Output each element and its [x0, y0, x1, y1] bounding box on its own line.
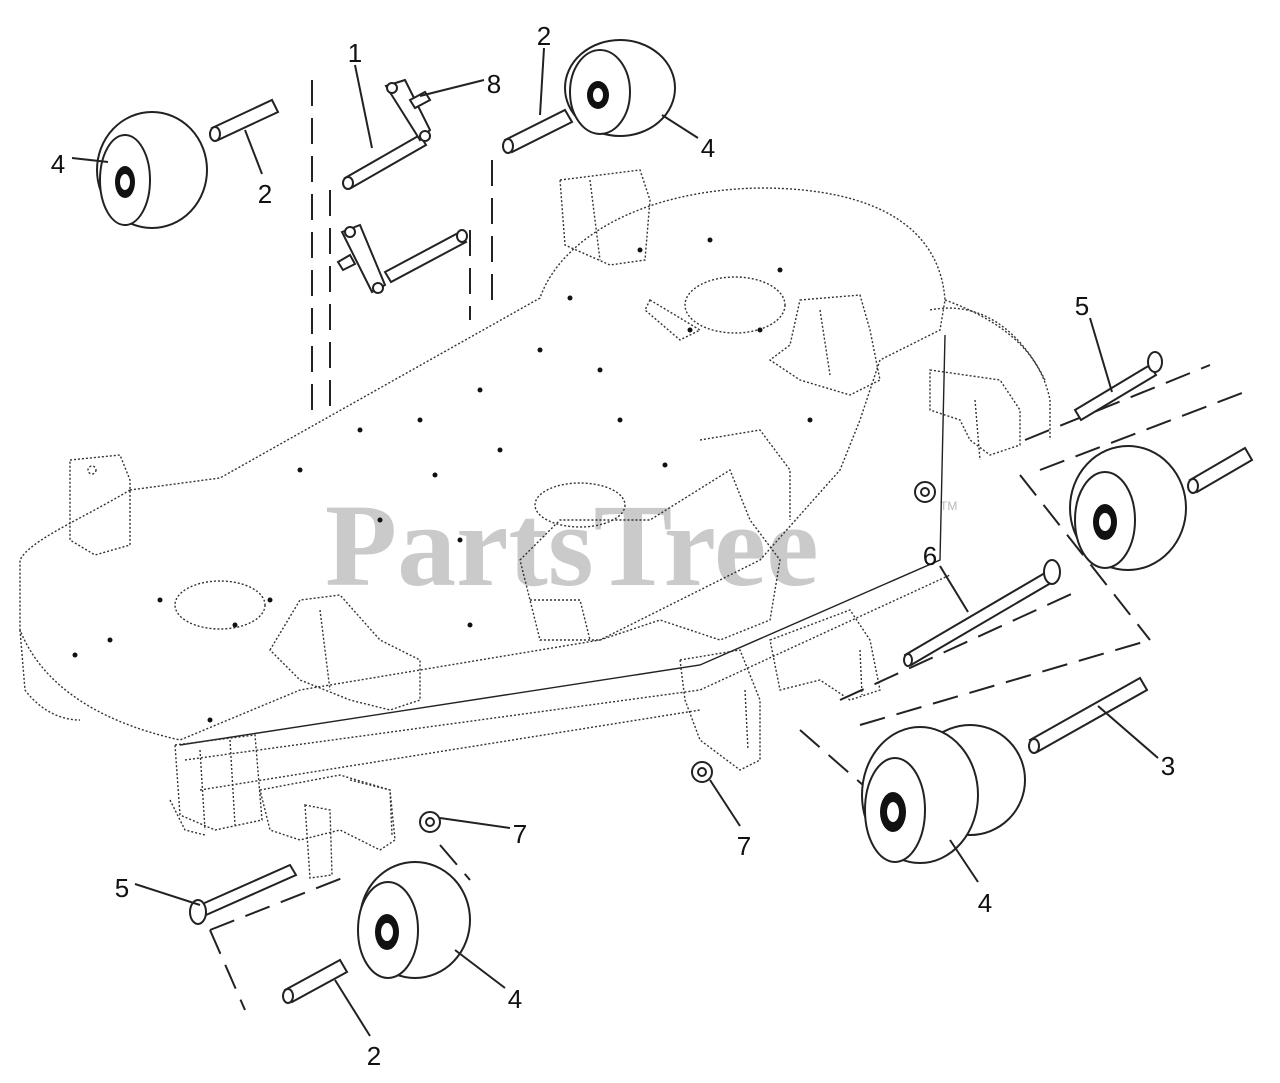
front-right-wheel-arm: [769, 609, 881, 701]
callout-6: 6: [923, 541, 937, 571]
wheel-front-right-double: [861, 724, 1026, 864]
leader-lines: [71, 47, 1159, 1037]
left-spindle-bracket: [269, 594, 421, 711]
callout-2: 2: [367, 1041, 381, 1071]
front-left-wheel-arm: [169, 774, 396, 879]
bolt-5-lower-left: [189, 863, 298, 925]
watermark-text: PartsTree: [325, 480, 819, 611]
rear-right-bracket: [929, 369, 1021, 461]
callout-4: 4: [978, 888, 992, 918]
spacer-upper-left: [209, 98, 280, 142]
watermark-trademark: TM: [940, 499, 957, 513]
screw-8: [408, 90, 432, 110]
callout-7: 7: [737, 831, 751, 861]
callout-1: 1: [348, 38, 362, 68]
callout-5: 5: [1075, 291, 1089, 321]
assembly-guide-lines: [209, 80, 1251, 1011]
wheel-right: [1069, 445, 1187, 571]
belt-guide-bolt: [644, 299, 702, 341]
callout-4: 4: [701, 133, 715, 163]
wheel-upper-center: [564, 39, 676, 137]
right-spindle-bracket: [768, 294, 881, 396]
wheel-arm-pin-lower: [340, 223, 468, 294]
axle-3: [1028, 676, 1149, 754]
callout-2: 2: [537, 21, 551, 51]
callout-4: 4: [51, 149, 65, 179]
callout-8: 8: [487, 69, 501, 99]
front-left-bracket: [174, 734, 263, 831]
callout-3: 3: [1161, 751, 1175, 781]
spacer-right: [1187, 446, 1254, 494]
wheel-arm-pin-upper: [342, 78, 432, 190]
mower-deck: [19, 169, 1051, 879]
left-spindle-opening: [174, 580, 266, 630]
wheel-lower-left: [357, 861, 471, 979]
spacer-lower-left: [282, 958, 349, 1004]
callout-4: 4: [508, 984, 522, 1014]
deck-fastener-holes: [72, 237, 813, 723]
bolt-6-long: [903, 559, 1061, 667]
screw-small-lower: [336, 253, 357, 272]
right-spindle-opening: [684, 276, 786, 334]
nut-7-left: [419, 811, 441, 833]
spacer-upper-center: [502, 108, 574, 154]
rear-spindle-tower: [559, 169, 651, 266]
callout-2: 2: [258, 179, 272, 209]
center-spindle-housing: [519, 429, 791, 641]
wheel-upper-left: [96, 111, 208, 229]
center-spindle-opening: [534, 482, 626, 528]
nut-right-bracket: [914, 481, 936, 503]
front-right-bracket: [679, 649, 761, 771]
left-rear-bracket: [69, 454, 131, 556]
bolt-5-upper-right: [1073, 351, 1163, 422]
callout-7: 7: [513, 819, 527, 849]
nut-7-right: [691, 761, 713, 783]
callout-5: 5: [115, 873, 129, 903]
